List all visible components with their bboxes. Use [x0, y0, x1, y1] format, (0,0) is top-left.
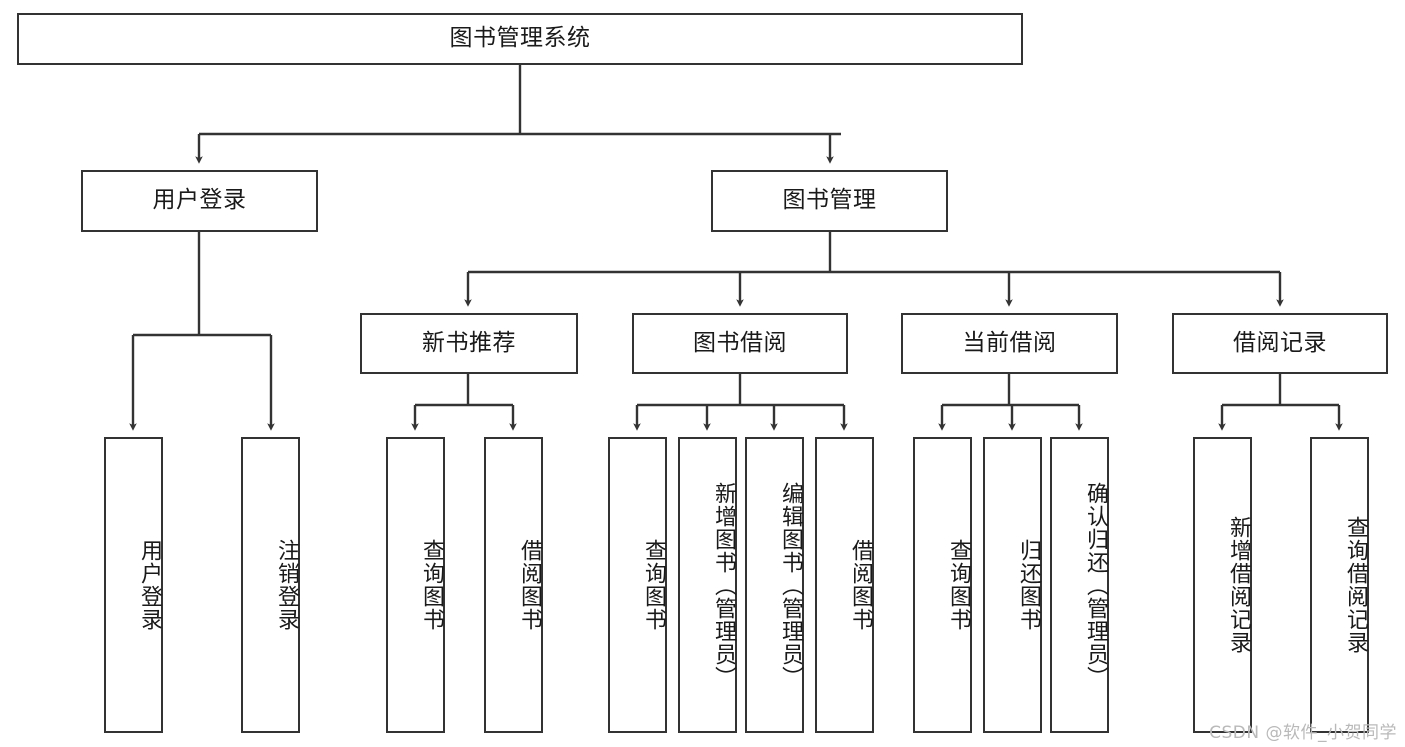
node-book-borrow[interactable]: 图书借阅 [632, 313, 848, 374]
node-book-manage[interactable]: 图书管理 [711, 170, 948, 232]
node-leaf-query-book-3-label: 查询图书 [946, 539, 971, 631]
node-leaf-logout-label: 注销登录 [274, 539, 299, 631]
node-leaf-query-book-1-label: 查询图书 [419, 539, 444, 631]
node-book-manage-label: 图书管理 [782, 187, 877, 214]
node-leaf-query-book-2-label: 查询图书 [641, 539, 666, 631]
node-new-book-recommendation-label: 新书推荐 [422, 329, 516, 356]
node-leaf-add-book-label: 新增图书（管理员） [711, 481, 736, 689]
node-borrow-record[interactable]: 借阅记录 [1172, 313, 1388, 374]
node-leaf-edit-book[interactable]: 编辑图书（管理员） [745, 437, 804, 733]
node-current-borrow-label: 当前借阅 [962, 329, 1057, 356]
node-root[interactable]: 图书管理系统 [17, 13, 1023, 65]
node-leaf-return-book-label: 归还图书 [1016, 539, 1041, 631]
node-leaf-return-book[interactable]: 归还图书 [983, 437, 1042, 733]
node-leaf-query-record[interactable]: 查询借阅记录 [1310, 437, 1369, 733]
node-leaf-edit-book-label: 编辑图书（管理员） [778, 481, 803, 689]
node-user-login-label: 用户登录 [152, 187, 247, 214]
node-leaf-add-record[interactable]: 新增借阅记录 [1193, 437, 1252, 733]
node-leaf-query-book-2[interactable]: 查询图书 [608, 437, 667, 733]
node-leaf-confirm-return[interactable]: 确认归还（管理员） [1050, 437, 1109, 733]
node-leaf-add-record-label: 新增借阅记录 [1226, 516, 1251, 654]
node-user-login[interactable]: 用户登录 [81, 170, 318, 232]
node-leaf-logout[interactable]: 注销登录 [241, 437, 300, 733]
node-leaf-borrow-book-2-label: 借阅图书 [848, 539, 873, 631]
node-leaf-borrow-book-2[interactable]: 借阅图书 [815, 437, 874, 733]
node-leaf-query-book-3[interactable]: 查询图书 [913, 437, 972, 733]
node-leaf-borrow-book-1[interactable]: 借阅图书 [484, 437, 543, 733]
node-leaf-add-book[interactable]: 新增图书（管理员） [678, 437, 737, 733]
node-root-label: 图书管理系统 [449, 25, 591, 52]
node-leaf-user-login-label: 用户登录 [137, 539, 162, 631]
csdn-watermark: CSDN @软件_小贺同学 [1209, 723, 1397, 743]
node-leaf-borrow-book-1-label: 借阅图书 [517, 539, 542, 631]
node-leaf-confirm-return-label: 确认归还（管理员） [1083, 481, 1108, 689]
node-leaf-query-book-1[interactable]: 查询图书 [386, 437, 445, 733]
node-borrow-record-label: 借阅记录 [1233, 329, 1327, 356]
node-leaf-query-record-label: 查询借阅记录 [1343, 516, 1368, 654]
node-new-book-recommendation[interactable]: 新书推荐 [360, 313, 578, 374]
node-book-borrow-label: 图书借阅 [693, 329, 787, 356]
node-leaf-user-login[interactable]: 用户登录 [104, 437, 163, 733]
node-current-borrow[interactable]: 当前借阅 [901, 313, 1118, 374]
